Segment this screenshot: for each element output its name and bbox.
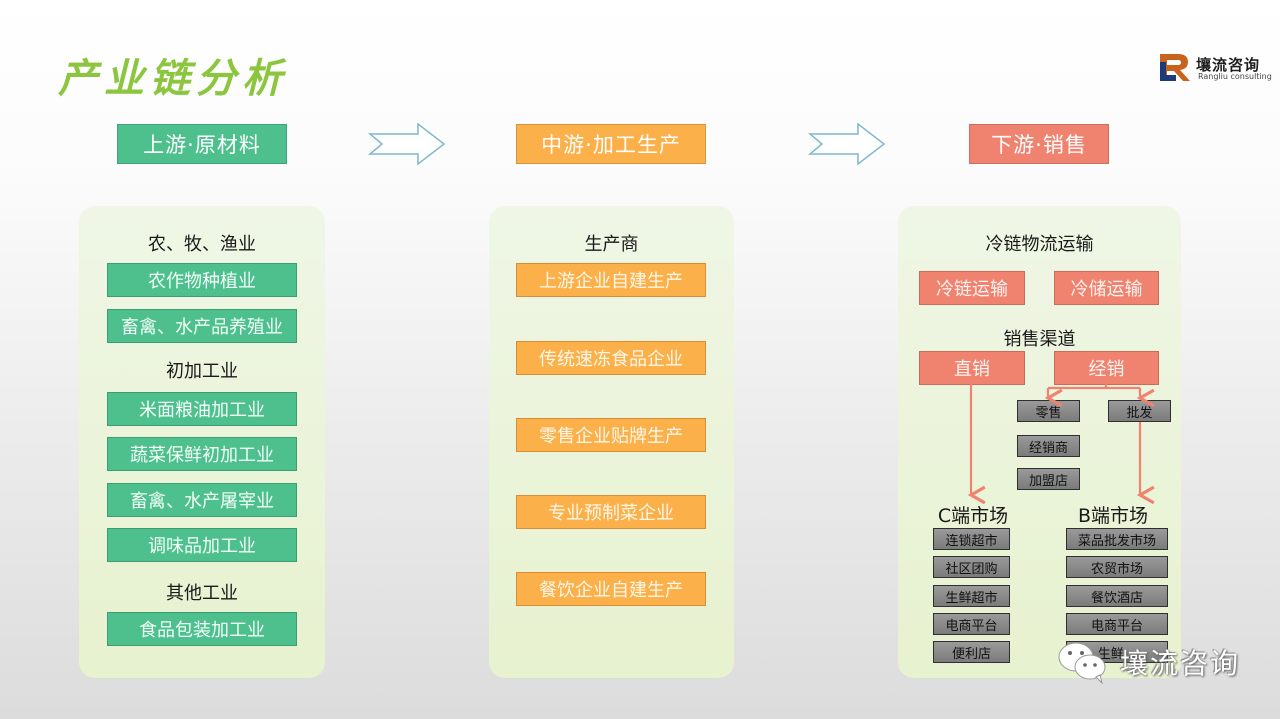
upstream-item: 调味品加工业 (107, 528, 297, 562)
upstream-item: 畜禽、水产屠宰业 (107, 483, 297, 517)
section-label-primary-processing: 初加工业 (166, 361, 238, 382)
c-market-item: 便利店 (933, 641, 1010, 663)
channel-distribution: 经销 (1054, 351, 1159, 385)
downstream-panel: 冷链物流运输 冷链运输 冷储运输 销售渠道 直销 经销 零售 批发 经销商 加盟… (898, 206, 1181, 678)
intermediary-franchise: 加盟店 (1017, 468, 1080, 490)
midstream-panel: 生产商 上游企业自建生产 传统速冻食品企业 零售企业贴牌生产 专业预制菜企业 餐… (489, 206, 734, 678)
page-title: 产业链分析 (58, 56, 288, 102)
upstream-panel: 农、牧、渔业 农作物种植业 畜禽、水产品养殖业 初加工业 米面粮油加工业 蔬菜保… (79, 206, 325, 678)
stage-upstream: 上游·原材料 (117, 124, 287, 164)
section-label-producers: 生产商 (584, 234, 639, 255)
logo-text-en: Rangliu consulting (1198, 72, 1272, 81)
section-label-sales-channels: 销售渠道 (1003, 329, 1076, 350)
b-market-item: 餐饮酒店 (1066, 585, 1168, 607)
midstream-item: 餐饮企业自建生产 (516, 572, 706, 606)
intermediary-retail: 零售 (1017, 400, 1080, 422)
c-market-item: 生鲜超市 (933, 585, 1010, 607)
upstream-item: 畜禽、水产品养殖业 (107, 309, 297, 343)
upstream-item: 农作物种植业 (107, 263, 297, 297)
c-market-label: C端市场 (937, 505, 1009, 527)
c-market-item: 社区团购 (933, 556, 1010, 578)
logistics-item: 冷储运输 (1054, 271, 1159, 305)
upstream-item: 蔬菜保鲜初加工业 (107, 437, 297, 471)
logo-text-cn: 壤流咨询 (1196, 56, 1261, 74)
b-market-item: 农贸市场 (1066, 556, 1168, 578)
wechat-icon (1058, 642, 1106, 684)
midstream-item: 上游企业自建生产 (516, 263, 706, 297)
section-label-cold-chain: 冷链物流运输 (985, 234, 1094, 255)
b-market-item: 电商平台 (1066, 613, 1168, 635)
c-market-item: 电商平台 (933, 613, 1010, 635)
midstream-item: 零售企业贴牌生产 (516, 418, 706, 452)
logo-mark-icon (1160, 54, 1190, 81)
b-market-label: B端市场 (1077, 505, 1149, 527)
intermediary-distributor: 经销商 (1017, 435, 1080, 457)
stage-downstream: 下游·销售 (969, 124, 1109, 164)
midstream-item: 专业预制菜企业 (516, 495, 706, 529)
stage-midstream: 中游·加工生产 (516, 124, 706, 164)
flow-arrow-icon (808, 122, 886, 166)
upstream-item: 食品包装加工业 (107, 612, 297, 646)
upstream-item: 米面粮油加工业 (107, 392, 297, 426)
channel-direct: 直销 (919, 351, 1025, 385)
midstream-item: 传统速冻食品企业 (516, 341, 706, 375)
watermark: 壤流咨询 (1056, 640, 1240, 684)
logistics-item: 冷链运输 (919, 271, 1025, 305)
watermark-text: 壤流咨询 (1120, 647, 1241, 680)
c-market-item: 连锁超市 (933, 528, 1010, 550)
section-label-agriculture: 农、牧、渔业 (148, 234, 256, 255)
company-logo: 壤流咨询 Rangliu consulting (1158, 52, 1272, 86)
flow-arrow-icon (368, 122, 446, 166)
section-label-other-industry: 其他工业 (166, 583, 238, 604)
intermediary-wholesale: 批发 (1108, 400, 1171, 422)
b-market-item: 菜品批发市场 (1066, 528, 1168, 550)
